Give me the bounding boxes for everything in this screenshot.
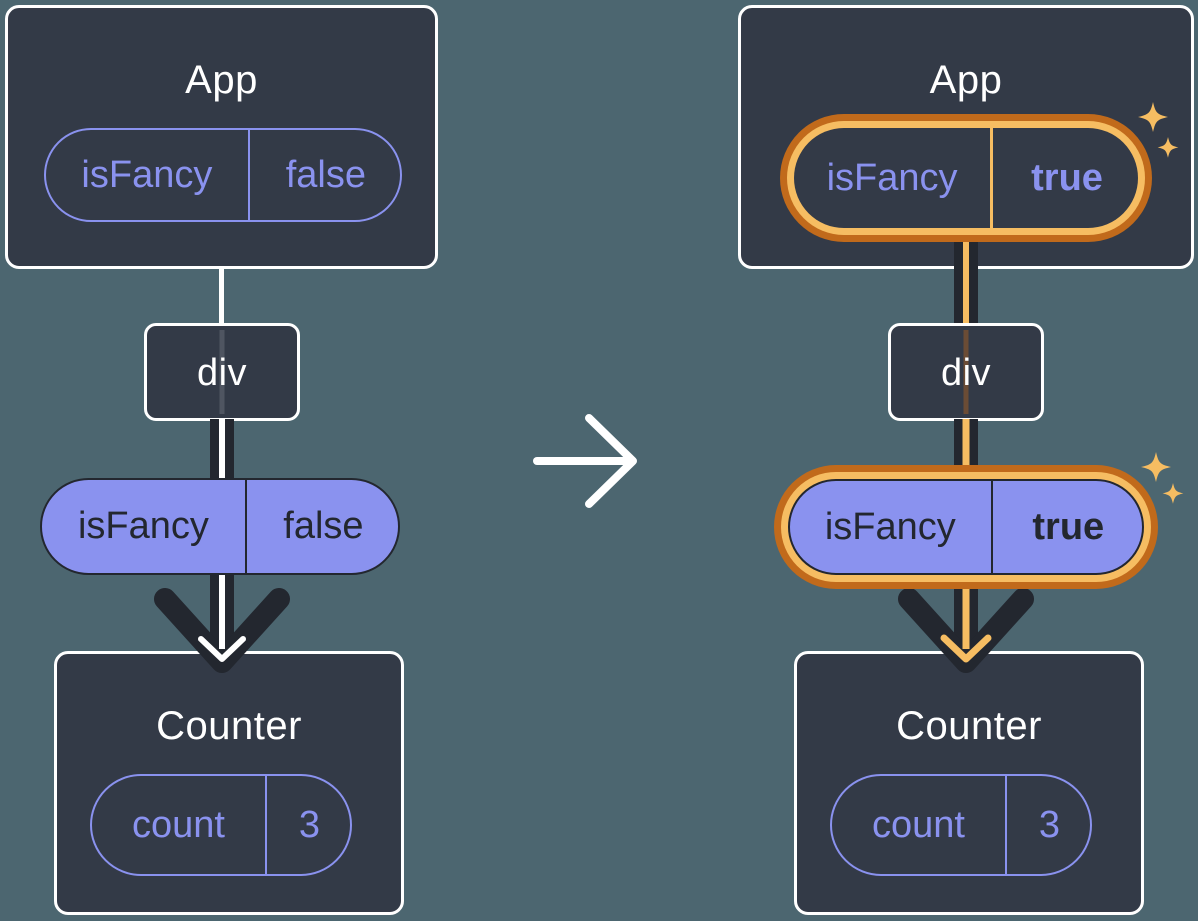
state-name: count <box>871 803 965 846</box>
state-name: isFancy <box>81 153 213 196</box>
app-title: App <box>929 58 1003 102</box>
state-value: false <box>247 130 402 220</box>
diagram-after: App isFancy true div Counter <box>736 0 1198 921</box>
div-label: div <box>196 352 248 394</box>
passed-prop-pill: isFancy true <box>788 479 1144 575</box>
app-state-pill: isFancy false <box>44 128 402 222</box>
counter-component-card: Counter count 3 <box>54 651 404 915</box>
div-label: div <box>940 352 992 394</box>
passed-prop-pill: isFancy false <box>40 478 400 575</box>
prop-name: isFancy <box>824 505 956 548</box>
app-state-pill: isFancy true <box>794 128 1138 228</box>
diagram-before: App isFancy false div Counter count 3 <box>0 0 460 921</box>
prop-name: isFancy <box>77 505 209 547</box>
counter-state-pill: count 3 <box>830 774 1092 876</box>
app-title: App <box>185 58 258 102</box>
counter-title: Counter <box>896 704 1042 748</box>
state-value: true <box>990 128 1141 228</box>
prop-value: false <box>244 480 400 573</box>
sparkle-icon <box>1141 452 1184 504</box>
transition-arrow-icon <box>533 414 637 508</box>
state-name: isFancy <box>826 156 958 199</box>
state-value: 3 <box>264 776 352 874</box>
app-component-card: App isFancy false <box>5 5 438 269</box>
state-name: count <box>131 803 225 846</box>
connector-app-div <box>219 267 224 325</box>
connector-app-div-core <box>963 234 969 326</box>
passed-prop-pill-highlight: isFancy true <box>774 465 1158 589</box>
app-state-pill-highlight: isFancy true <box>780 114 1152 242</box>
prop-value: true <box>990 481 1144 573</box>
connector-through-div <box>219 330 225 414</box>
counter-component-card: Counter count 3 <box>794 651 1144 915</box>
div-node-card: div <box>144 323 300 421</box>
connector-through-div <box>963 330 969 414</box>
div-node-card: div <box>888 323 1044 421</box>
sparkle-icon <box>1138 102 1179 158</box>
state-value: 3 <box>1004 776 1092 874</box>
counter-state-pill: count 3 <box>90 774 352 876</box>
counter-title: Counter <box>156 704 302 748</box>
